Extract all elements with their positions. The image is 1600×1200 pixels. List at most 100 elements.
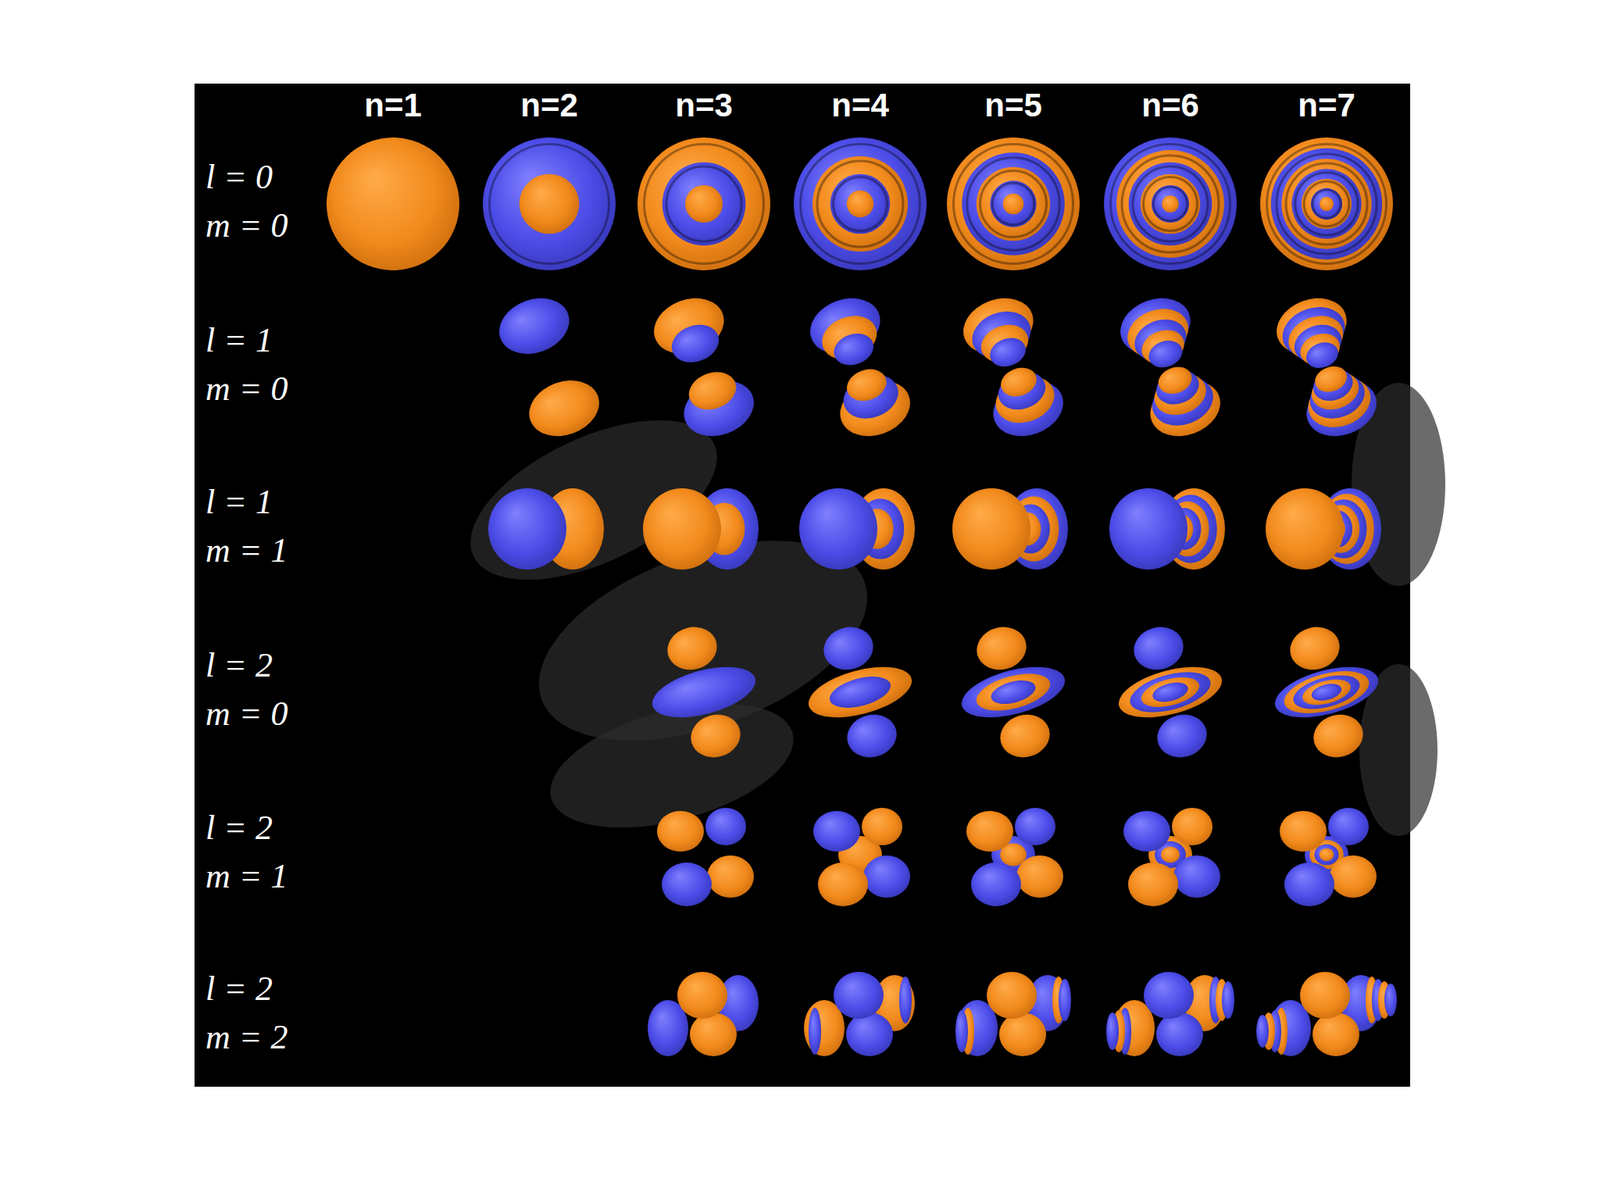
orbital-lobe: [946, 137, 1080, 271]
orbital: [635, 614, 772, 770]
orbital-lobe: [1116, 150, 1225, 258]
orbital-lobe: [482, 137, 616, 271]
shell-edge: [1312, 189, 1341, 218]
orbital: [1103, 137, 1237, 271]
orbital: [966, 807, 1064, 907]
orbital-lobe: [657, 810, 704, 852]
orbital-lobe: [662, 162, 747, 247]
orbital: [482, 137, 616, 271]
shell-edge: [1285, 163, 1368, 245]
orbital-lobe: [952, 488, 1031, 570]
orbital-lobe: [685, 185, 723, 223]
orbital-lobe: [989, 180, 1036, 227]
orbital-lobe: [1319, 848, 1335, 861]
orbital-lobe: [813, 810, 861, 852]
orbital-lobe: [1300, 675, 1354, 710]
orbital: [944, 614, 1082, 770]
shell-edge: [800, 144, 921, 265]
orbital-lobe: [1173, 855, 1221, 898]
orbital-lobe: [1140, 174, 1201, 235]
orbital-lobe: [1152, 709, 1212, 764]
orbital-lobe: [1156, 1012, 1204, 1057]
shell-edge: [1303, 181, 1350, 227]
orbital: [952, 488, 1068, 570]
orbital: [657, 807, 754, 907]
orbital-lobe: [1300, 971, 1350, 1019]
ghost-shapes: [446, 382, 1446, 851]
orbital-lobe: [1319, 196, 1334, 211]
orbital: [1101, 614, 1239, 770]
row-label: l = 0: [205, 158, 273, 197]
orbital-lobe: [521, 371, 608, 446]
orbital: [491, 289, 608, 447]
orbital-lobe: [1145, 335, 1187, 372]
orbital-lobe: [1221, 981, 1235, 1019]
orbital: [647, 971, 759, 1057]
orbital-lobe: [808, 1007, 822, 1055]
shell-edge: [953, 144, 1074, 265]
orbital: [1112, 289, 1229, 447]
orbital-lobe: [799, 488, 878, 570]
shell-edge: [1295, 172, 1358, 236]
orbital-lobe: [793, 137, 927, 271]
orbital: [1265, 488, 1382, 570]
orbital-lobe: [1003, 193, 1025, 215]
orbital-lobe: [677, 971, 728, 1019]
orbital-lobe: [1309, 680, 1343, 704]
orbital-lobe: [972, 666, 1055, 718]
orbital-lobe: [1138, 671, 1204, 713]
shell-edge: [979, 170, 1047, 237]
orbital-lobe: [1103, 137, 1237, 271]
orbital-lobe: [1125, 664, 1215, 721]
orbital-lobe: [846, 1012, 893, 1057]
shell-edge: [1132, 166, 1208, 242]
row-label: l = 2: [205, 809, 273, 847]
orbital-lobe: [1014, 807, 1056, 846]
orbital-lobe: [961, 152, 1065, 256]
orbital: [946, 137, 1080, 271]
orbital: [813, 807, 911, 907]
column-header: n=5: [984, 87, 1043, 124]
orbital-lobe: [637, 137, 771, 271]
orbital-lobe: [861, 807, 903, 846]
orbital-lobe: [842, 709, 902, 764]
orbital-lobe: [1154, 362, 1197, 399]
orbital-lobe: [817, 862, 868, 907]
orbital-lobe: [833, 971, 884, 1019]
orbital-lobe: [683, 365, 742, 416]
orbital-lobe: [985, 332, 1030, 372]
orbital-lobe: [1310, 361, 1350, 397]
orbital-lobe: [1106, 1012, 1119, 1050]
orbital-lobe: [1058, 978, 1072, 1022]
orbital-lobe: [1279, 810, 1327, 852]
orbital-lobe: [1143, 971, 1194, 1019]
shell-edge: [666, 166, 742, 242]
orbital-lobe: [642, 488, 722, 570]
orbital-lobe: [1284, 862, 1335, 907]
orbital-lobe: [1128, 621, 1189, 676]
orbital-lobe: [1269, 657, 1384, 727]
column-header: n=2: [520, 87, 579, 124]
orbital-lobe: [685, 709, 746, 764]
shell-edge: [1121, 155, 1219, 253]
row-label: l = 1: [205, 483, 273, 522]
orbital: [955, 971, 1072, 1057]
orbital-lobe: [326, 137, 460, 271]
black-panel: [194, 83, 1411, 1087]
row-label: l = 2: [205, 970, 273, 1008]
orbital-lobe: [1279, 663, 1374, 722]
orbital-lobe: [1384, 983, 1397, 1017]
orbital-lobe: [1123, 810, 1171, 852]
column-header: n=6: [1141, 87, 1200, 124]
shell-edge: [833, 177, 888, 232]
orbital-lobe: [1328, 807, 1369, 846]
orbital: [1268, 289, 1385, 447]
orbital: [955, 289, 1072, 447]
orbital-lobe: [995, 709, 1055, 764]
orbital: [1260, 137, 1393, 271]
orbital-lobe: [705, 807, 747, 846]
orbital: [642, 488, 759, 570]
orbital-lobe: [1310, 188, 1343, 220]
orbital: [1257, 614, 1395, 770]
